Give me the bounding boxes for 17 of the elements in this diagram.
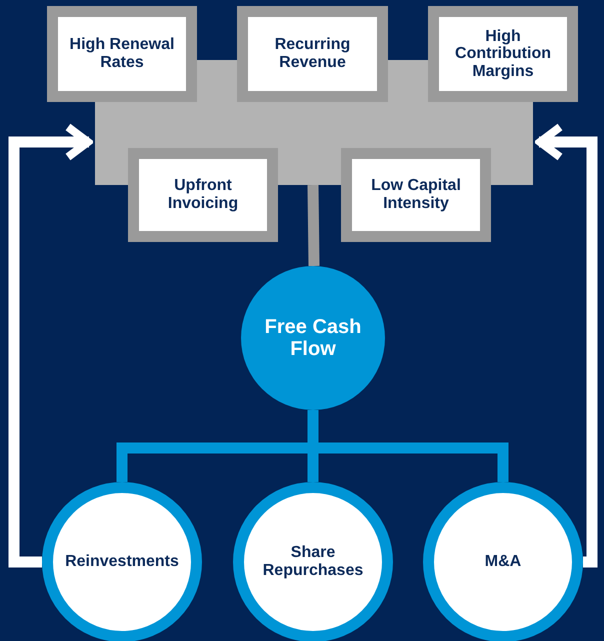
arrow <box>536 123 598 568</box>
node-label: Upfront Invoicing <box>166 177 240 213</box>
factor-box <box>341 148 491 242</box>
node-label: Recurring Revenue <box>274 36 352 72</box>
arrow <box>8 123 92 568</box>
node-label: M&A <box>484 553 522 571</box>
node-label: Low Capital Intensity <box>370 177 462 213</box>
node-label: Share Repurchases <box>262 544 364 580</box>
factor-box <box>428 6 578 102</box>
node-label: High Contribution Margins <box>454 28 552 80</box>
connector-line <box>308 184 320 266</box>
factor-box <box>237 6 388 102</box>
node-label: High Renewal Rates <box>68 36 176 72</box>
node-label: Reinvestments <box>65 553 179 571</box>
factor-box <box>128 148 278 242</box>
node-label: Free Cash Flow <box>264 316 362 360</box>
factor-box <box>47 6 197 102</box>
